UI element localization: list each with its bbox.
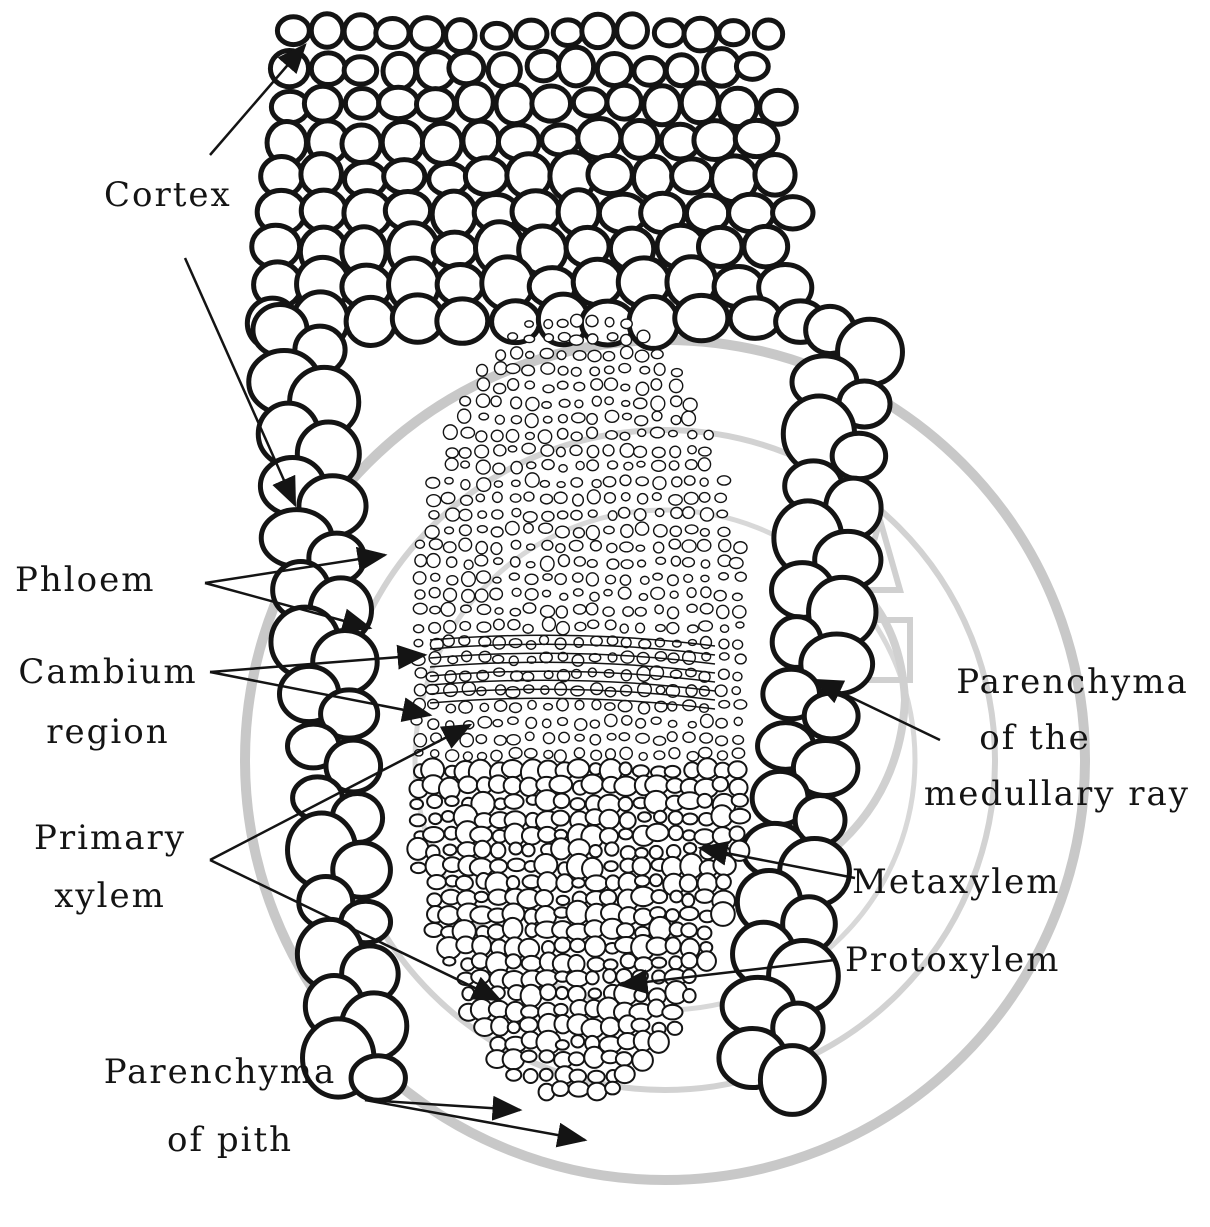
label-protoxylem: Protoxylem (845, 940, 1060, 980)
label-cambium-line1: Cambium (8, 652, 208, 692)
label-ray-parenchyma-line2: of the (955, 718, 1115, 758)
protoxylem-arrow (620, 960, 835, 985)
primary-xylem-arrow-2 (210, 860, 500, 1000)
label-primary-xylem-line1: Primary (10, 818, 210, 858)
primary-xylem-arrow-1 (210, 725, 470, 860)
cambium-arrow-2 (210, 672, 430, 715)
label-primary-xylem-line2: xylem (10, 876, 210, 916)
phloem-arrow-2 (205, 583, 370, 628)
medullary-ray-arrow (815, 680, 940, 740)
label-pith-parenchyma-line1: Parenchyma (90, 1052, 350, 1092)
label-cortex: Cortex (104, 175, 232, 215)
metaxylem-arrow (700, 848, 855, 878)
phloem-arrow-1 (205, 555, 385, 583)
label-metaxylem: Metaxylem (852, 862, 1061, 902)
label-ray-parenchyma-line3: medullary ray (912, 774, 1202, 814)
cambium-arrow-1 (210, 655, 425, 672)
cortex-arrow-lower (185, 258, 295, 505)
label-phloem: Phloem (15, 560, 155, 600)
cortex-arrow-upper (210, 45, 305, 155)
label-cambium-line2: region (8, 712, 208, 752)
label-ray-parenchyma-line1: Parenchyma (945, 662, 1200, 702)
label-pith-parenchyma-line2: of pith (110, 1120, 350, 1160)
